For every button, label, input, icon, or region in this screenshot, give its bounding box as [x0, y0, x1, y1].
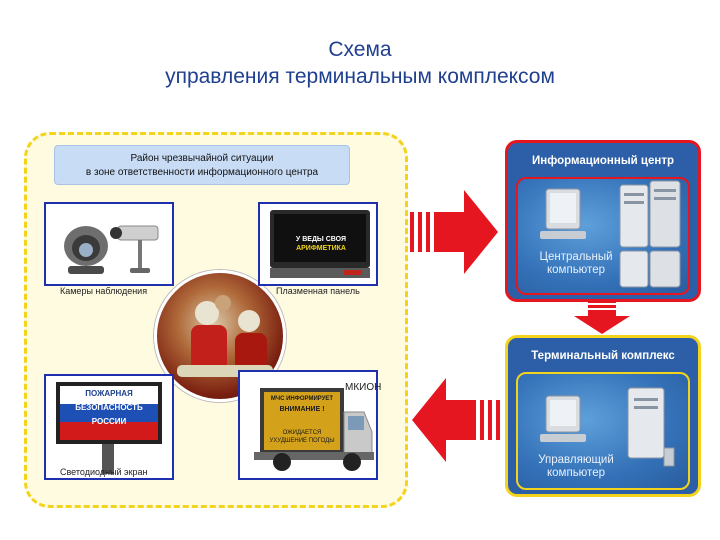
- led-text2: БЕЗОПАСНОСТЬ: [75, 403, 143, 412]
- truck-text3: ОЖИДАЕТСЯ: [282, 430, 322, 436]
- zone-header-line1: Район чрезвычайной ситуации: [130, 153, 274, 164]
- cameras-caption: Камеры наблюдения: [60, 286, 148, 296]
- led-caption: Светодиодный экран: [60, 467, 148, 477]
- plasma-frame: У ВЕДЫ СВОЯ АРИФМЕТИКА: [258, 202, 378, 286]
- terminal-label: Управляющий компьютер: [526, 454, 626, 480]
- terminal-label-line1: Управляющий: [538, 454, 614, 466]
- led-text1: ПОЖАРНАЯ: [85, 389, 133, 398]
- zone-header-line2: в зоне ответственности информационного ц…: [85, 167, 319, 178]
- plasma-caption: Плазменная панель: [276, 286, 360, 296]
- mkion-caption: МКИОН: [345, 382, 382, 393]
- diagram-title-line2: управления терминальным комплексом: [165, 65, 555, 88]
- arrow-to-info-center: [410, 190, 498, 274]
- info-center-label-line2: компьютер: [547, 264, 605, 276]
- emergency-photo: [154, 270, 286, 402]
- info-center-label: Центральный компьютер: [526, 251, 626, 277]
- arrow-to-zone: [412, 378, 500, 462]
- rescuers-illustration: [177, 295, 273, 379]
- plasma-screen-text1: У ВЕДЫ СВОЯ: [295, 236, 347, 243]
- led-text3: РОССИИ: [91, 417, 127, 426]
- arrow-down: [574, 300, 630, 334]
- terminal-title: Терминальный комплекс: [531, 350, 675, 362]
- led-frame: ПОЖАРНАЯ БЕЗОПАСНОСТЬ РОССИИ: [44, 374, 174, 480]
- plasma-screen-text2: АРИФМЕТИКА: [296, 245, 346, 252]
- mkion-frame: МЧС ИНФОРМИРУЕТ ВНИМАНИЕ ! ОЖИДАЕТСЯ УХУ…: [238, 370, 378, 480]
- cameras-frame: [44, 202, 174, 286]
- terminal-inner: Управляющий компьютер: [516, 372, 690, 490]
- led-screen-icon: [46, 376, 172, 478]
- info-center-label-line1: Центральный: [539, 251, 613, 263]
- truck-text1: МЧС ИНФОРМИРУЕТ: [270, 396, 334, 402]
- plasma-panel-icon: [260, 204, 376, 284]
- managing-computer-icon: [540, 387, 675, 467]
- info-center-inner: Центральный компьютер: [516, 177, 690, 295]
- central-computer-icon: [540, 180, 681, 288]
- truck-text4: УХУДШЕНИЕ ПОГОДЫ: [269, 438, 335, 444]
- info-center-block: Информационный центр Центральный компьют…: [505, 140, 701, 302]
- camera-icon: [46, 204, 172, 284]
- truck-icon: [240, 372, 376, 478]
- terminal-block: Терминальный комплекс Управляющий компью…: [505, 335, 701, 497]
- terminal-label-line2: компьютер: [547, 467, 605, 479]
- info-center-title: Информационный центр: [532, 155, 674, 167]
- truck-text2: ВНИМАНИЕ !: [279, 406, 325, 413]
- diagram-title-line1: Схема: [328, 38, 392, 61]
- zone-header: Район чрезвычайной ситуации в зоне ответ…: [54, 145, 350, 185]
